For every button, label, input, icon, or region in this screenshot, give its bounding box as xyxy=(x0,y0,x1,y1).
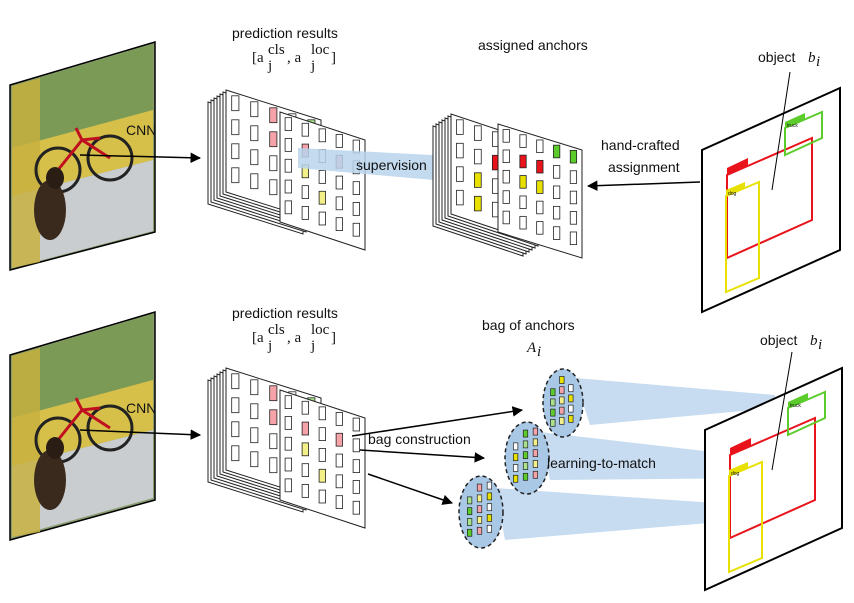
supervision-label: supervision xyxy=(356,157,427,173)
object-pointer-bottom xyxy=(771,351,793,471)
svg-text:[a: [a xyxy=(252,330,264,346)
truck-box-label-bottom: truck xyxy=(790,403,801,409)
assigned-anchors-title: assigned anchors xyxy=(478,37,588,53)
prediction-title-bottom: prediction results xyxy=(232,305,338,321)
bag-arrow-1 xyxy=(351,406,524,437)
svg-text:, a: , a xyxy=(287,330,302,346)
truck-box-label-top: truck xyxy=(787,123,798,129)
cnn-label-top: CNN xyxy=(126,122,156,138)
prediction-title-top: prediction results xyxy=(232,25,338,41)
svg-text:]: ] xyxy=(331,50,336,66)
dog-box-label-top: dog xyxy=(728,191,737,197)
svg-text:object: object xyxy=(758,49,795,65)
object-panel-bottom: truck dog xyxy=(704,366,843,592)
cnn-label-bottom: CNN xyxy=(126,400,156,416)
prediction-stack-top xyxy=(207,89,366,251)
assigned-anchors-stack xyxy=(432,113,583,259)
svg-text:, a: , a xyxy=(287,50,302,66)
prediction-formula-bottom: [a cls j , a loc j ] xyxy=(252,322,336,354)
svg-text:j: j xyxy=(267,58,272,74)
bag-arrow-3 xyxy=(367,473,453,505)
learning-to-match-label: learning-to-match xyxy=(547,455,656,471)
bags-of-anchors xyxy=(458,368,584,549)
svg-text:j: j xyxy=(310,338,315,354)
svg-text:i: i xyxy=(816,54,820,70)
svg-text:]: ] xyxy=(331,330,336,346)
svg-text:i: i xyxy=(537,344,541,360)
beam-1 xyxy=(575,378,775,425)
svg-text:loc: loc xyxy=(311,42,330,58)
object-pointer-top xyxy=(771,71,791,191)
svg-text:[a: [a xyxy=(252,50,264,66)
cnn-arrow-bottom xyxy=(79,429,202,440)
handcrafted-line1: hand-crafted xyxy=(601,137,680,153)
svg-text:cls: cls xyxy=(268,42,285,58)
handcrafted-arrow xyxy=(586,180,701,191)
object-label-bottom: object b i xyxy=(760,332,822,353)
svg-text:cls: cls xyxy=(268,322,285,338)
svg-text:j: j xyxy=(267,338,272,354)
svg-text:loc: loc xyxy=(311,322,330,338)
handcrafted-line2: assignment xyxy=(608,159,680,175)
beam-3 xyxy=(495,488,745,540)
svg-text:A: A xyxy=(526,340,537,356)
svg-text:i: i xyxy=(818,337,822,353)
bag-arrow-2 xyxy=(359,449,486,463)
dog-box-label-bottom: dog xyxy=(731,471,740,477)
bag-construction-label: bag construction xyxy=(368,431,471,447)
svg-text:j: j xyxy=(310,58,315,74)
svg-text:object: object xyxy=(760,332,797,348)
input-photo-top xyxy=(9,40,156,271)
prediction-formula-top: [a cls j , a loc j ] xyxy=(252,42,336,74)
svg-text:b: b xyxy=(808,50,816,66)
bag-title: bag of anchors xyxy=(482,317,575,333)
prediction-stack-bottom xyxy=(207,367,366,529)
cnn-arrow-top xyxy=(79,152,202,164)
input-photo-bottom xyxy=(9,310,156,541)
object-panel-top: truck dog xyxy=(701,86,841,314)
object-label-top: object b i xyxy=(758,49,820,70)
bag-symbol: A i xyxy=(526,340,541,360)
svg-text:b: b xyxy=(810,333,818,349)
